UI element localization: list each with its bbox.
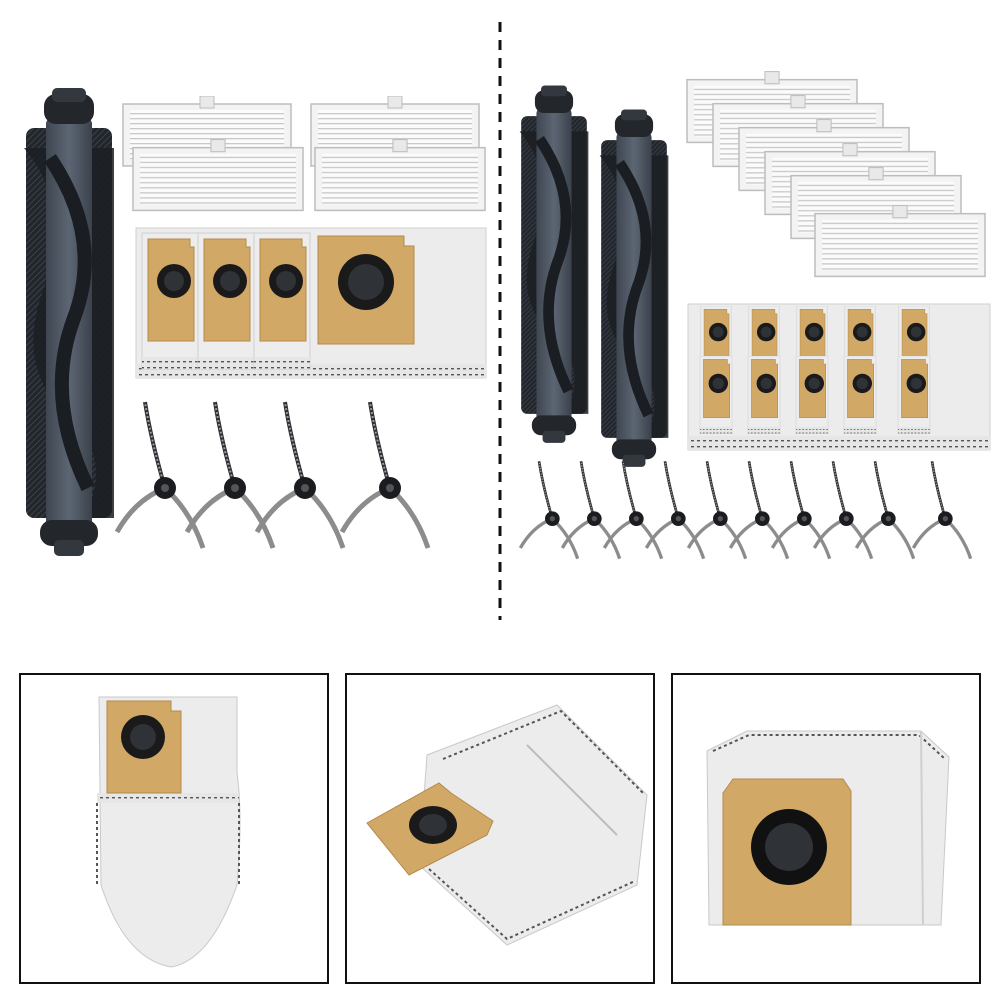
- kit-right: [518, 70, 991, 560]
- side-brush: [913, 461, 970, 558]
- hepa-filter: [132, 138, 304, 212]
- hepa-filter: [314, 138, 486, 212]
- kit-left: [24, 88, 487, 556]
- detail-view-bag-front: [19, 673, 329, 984]
- detail-view-bag-folded: [671, 673, 981, 984]
- side-brush: [518, 460, 580, 560]
- dust-bag: [843, 356, 877, 435]
- detail-view-bag-angled: [345, 673, 655, 984]
- dust-bag: [141, 232, 199, 370]
- dust-bag: [253, 232, 311, 370]
- dust-bag: [317, 235, 415, 345]
- dust-bag: [795, 356, 829, 435]
- side-brush: [342, 402, 428, 548]
- bag-seam: [688, 436, 990, 450]
- hepa-filter: [814, 204, 986, 278]
- dust-bag: [699, 356, 733, 435]
- side-brush-row: [518, 460, 970, 560]
- side-brush: [257, 402, 343, 548]
- main-roller-brush: [24, 88, 114, 556]
- main-roller-brush: [600, 110, 669, 467]
- dust-bag-stack: [687, 303, 991, 451]
- dust-bag: [747, 356, 781, 435]
- dust-bag: [197, 232, 255, 370]
- main-roller-brush: [520, 86, 589, 443]
- dust-bag: [897, 356, 931, 435]
